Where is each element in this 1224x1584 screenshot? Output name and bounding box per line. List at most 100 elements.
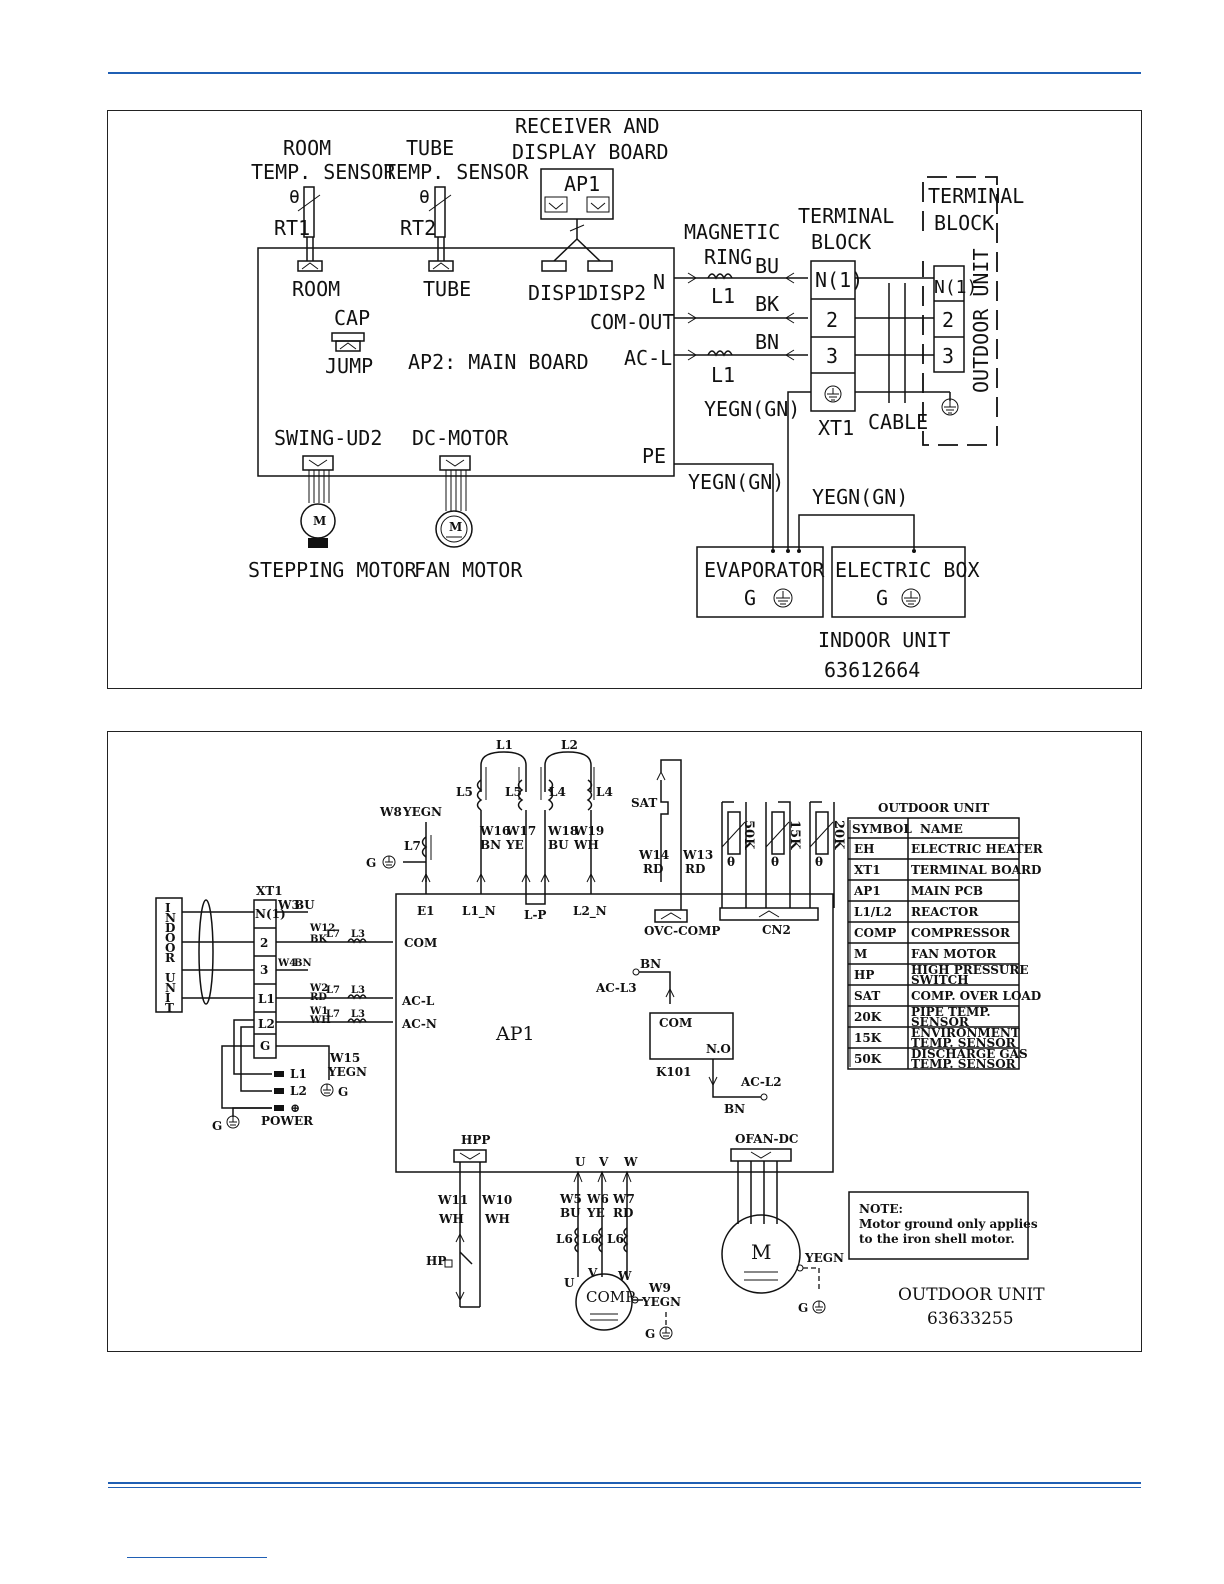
comp-u2: U <box>564 1276 575 1290</box>
relay-acl3: AC-L3 <box>595 981 637 995</box>
legend-row-name: HIGH PRESSURE <box>911 963 1029 977</box>
pin-l2n: L2_N <box>573 904 607 919</box>
ovc-comp-label: OVC-COMP <box>644 924 720 938</box>
power-g: G <box>212 1119 222 1133</box>
legend-row-name: ENVIRONMENT <box>911 1026 1020 1040</box>
l7-acl: L7 <box>326 985 340 996</box>
magnetic-ring-l1-bottom: L1 <box>711 363 735 387</box>
outdoor-wiring-diagram: AP1 L1 L2 L5 L5 L4 L4 W16 BN W17 YE W18 … <box>107 731 1142 1352</box>
disp1-label: DISP1 <box>528 281 588 305</box>
w19-color: WH <box>573 838 599 852</box>
comp-w: W <box>623 1155 638 1169</box>
legend-row-symbol: SAT <box>854 989 880 1003</box>
legend-row-name: DISCHARGE GAS <box>911 1047 1028 1061</box>
ofan-m: M <box>751 1240 771 1264</box>
terminal-block-xt1 <box>810 260 856 412</box>
power-label: POWER <box>261 1114 314 1128</box>
comp-g: G <box>645 1327 655 1341</box>
outdoor-terminal-ground-icon <box>941 398 959 416</box>
evaporator-label: EVAPORATOR <box>704 558 825 582</box>
electric-box-label: ELECTRIC BOX <box>835 558 980 582</box>
relay-bn-bottom: BN <box>724 1102 745 1116</box>
compressor-icon <box>575 1273 633 1331</box>
xt1-2: 2 <box>826 308 838 332</box>
pin-acl: AC-L <box>401 994 435 1008</box>
reactor-l5b: L5 <box>505 785 522 799</box>
indoor-letter: O <box>165 941 175 955</box>
l7-com: L7 <box>326 929 340 940</box>
fan-motor-m: M <box>449 520 462 534</box>
xt1-l2: L2 <box>258 1017 275 1031</box>
sensor-50k <box>721 802 747 908</box>
indoor-unit-code: 63612664 <box>824 658 920 682</box>
pin-lp: L-P <box>524 908 546 922</box>
jump-connector <box>331 332 365 352</box>
power-l1: L1 <box>290 1067 307 1081</box>
relay-k101-label: K101 <box>656 1065 691 1079</box>
yegn-label-1: YEGN(GN) <box>704 397 800 421</box>
room-rt1: RT1 <box>274 216 310 240</box>
w8: W8 <box>379 805 402 819</box>
xt1-label: XT1 <box>256 884 283 898</box>
indoor-unit-box <box>155 897 183 1013</box>
comp-u: U <box>575 1155 586 1169</box>
outdoor-terminal-n1: N(1) <box>934 277 977 298</box>
w7-color: RD <box>613 1206 633 1220</box>
evaporator-ground-icon <box>773 588 793 608</box>
legend-row-symbol: 50K <box>854 1052 882 1066</box>
indoor-letter: U <box>165 971 176 985</box>
magnetic-ring-subtitle: RING <box>704 245 752 269</box>
xt1-3: 3 <box>260 963 268 977</box>
l7-acn: L7 <box>326 1009 340 1020</box>
legend-header-symbol: SYMBOL <box>852 822 912 836</box>
comp-ground-icon <box>659 1326 673 1340</box>
ofan-g: G <box>798 1301 808 1315</box>
disp2-label: DISP2 <box>586 281 646 305</box>
stepping-motor-m: M <box>313 514 326 528</box>
note-box <box>848 1191 1029 1260</box>
indoor-letter: I <box>165 901 171 915</box>
reactor-l5a: L5 <box>456 785 473 799</box>
w11-color: WH <box>438 1212 464 1226</box>
ofan-ground-icon <box>812 1300 826 1314</box>
comp-l6b: L6 <box>582 1232 599 1246</box>
sensor-20k-theta: θ <box>815 855 823 869</box>
room-sensor-subtitle: TEMP. SENSOR <box>251 160 396 184</box>
legend-row-symbol: AP1 <box>853 884 881 898</box>
note-line1: Motor ground only applies <box>859 1217 1038 1231</box>
legend-row-name: ELECTRIC HEATER <box>911 842 1044 856</box>
sensor-50k-theta: θ <box>727 855 735 869</box>
w10: W10 <box>481 1193 512 1207</box>
w18: W18 <box>547 824 578 838</box>
w2: W2 <box>309 983 328 994</box>
electric-box-g: G <box>876 586 888 610</box>
hpp-label: HPP <box>461 1133 490 1147</box>
outdoor-terminal-3: 3 <box>942 344 954 368</box>
pin-ac-l: AC-L <box>624 346 672 370</box>
tube-port-label: TUBE <box>423 277 471 301</box>
main-board-label: AP2: MAIN BOARD <box>408 350 589 374</box>
l3-acn: L3 <box>351 1009 365 1020</box>
comp-l6c: L6 <box>607 1232 624 1246</box>
cap-label: CAP <box>334 306 370 330</box>
tube-connector <box>428 260 454 272</box>
cn2-label: CN2 <box>762 923 791 937</box>
tube-rt2: RT2 <box>400 216 436 240</box>
w18-color: BU <box>548 838 569 852</box>
reactor-l4b: L4 <box>596 785 613 799</box>
room-connector <box>297 260 323 272</box>
wire-yegn-box <box>798 514 915 549</box>
ofan-yegn: YEGN <box>804 1251 844 1265</box>
yegn-label-3: YEGN(GN) <box>812 485 908 509</box>
w16: W16 <box>479 824 510 838</box>
display-title: RECEIVER AND <box>515 114 660 138</box>
legend-row-symbol: XT1 <box>854 863 881 877</box>
w11: W11 <box>437 1193 468 1207</box>
xt1-n1: N(1) <box>815 268 863 292</box>
swing-connector <box>302 455 334 471</box>
electric-box-ground-icon <box>901 588 921 608</box>
tube-theta: θ <box>419 187 430 208</box>
electric-box <box>831 546 966 618</box>
w19: W19 <box>573 824 604 838</box>
